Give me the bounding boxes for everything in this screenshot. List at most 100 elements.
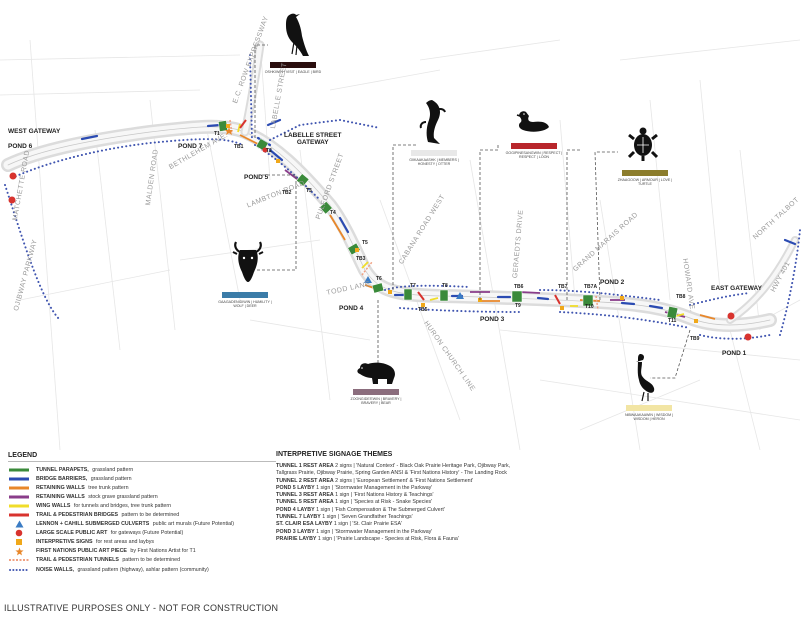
tb-label-tb2: TB2 [282,190,292,196]
signage-location: TUNNEL 3 REST AREA [276,492,334,499]
legend-item-text: TRAIL & PEDESTRIAN TUNNELS pattern to be… [36,557,180,563]
labelle-gateway-line1: LABELLE STREET [284,132,342,139]
legend-item-text: INTERPRETIVE SIGNS for rest areas and la… [36,539,154,545]
signage-row: ST. CLAIR ESA LAYBY 1 sign | 'St. Clair … [276,521,596,528]
legend-item-trail_tunnel: TRAIL & PEDESTRIAN TUNNELS pattern to be… [8,556,276,565]
legend-item-text: LENNON + CAHILL SUBMERGED CULVERTS publi… [36,521,234,527]
legend-title: LEGEND [8,452,276,462]
labelle-gateway-line2: GATEWAY [296,139,329,147]
legend-item-text: BRIDGE BARRIERS, grassland pattern [36,476,132,482]
legend-item-bold: TRAIL & PEDESTRIAN BRIDGES [36,512,119,519]
tb-label-tb7: TB7 [558,284,568,290]
legend-symbol-line-icon [8,474,30,483]
signage-row: POND 3 LAYBY 1 sign | 'Stormwater Manage… [276,529,596,536]
signage-rows: TUNNEL 1 REST AREA 2 signs | 'Natural Co… [276,463,596,543]
legend-item-bold: FIRST NATIONS PUBLIC ART PIECE [36,548,127,555]
disclaimer: ILLUSTRATIVE PURPOSES ONLY - NOT FOR CON… [4,603,279,613]
background-streets [0,39,801,450]
legend-item-text: RETAINING WALLS tree trunk pattern [36,485,129,491]
legend-item-desc: public art murals (Future Potential) [151,521,234,528]
fish-icon [419,100,446,144]
tunnel-label-t10: T10 [585,304,594,310]
legend-item-desc: grassland pattern (highway), ashlar patt… [75,566,209,573]
tunnel-label-t2: T2 [266,148,272,154]
theme-card-bison: GAAGADENIDIWIN | HUMILITY | WOLF | DEER [216,292,274,309]
signage-location: TUNNEL 5 REST AREA [276,499,334,506]
legend-item-trail_bridge: TRAIL & PEDESTRIAN BRIDGES pattern to be… [8,510,276,519]
legend-item-bold: WING WALLS [36,502,71,509]
signage-location: PRAIRIE LAYBY [276,535,317,542]
legend-item-bold: LENNON + CAHILL SUBMERGED CULVERTS [36,521,150,528]
legend-symbol-dots-icon [8,565,30,574]
legend-item-desc: pattern to be determined [120,557,181,564]
turtle-icon [628,127,658,161]
tunnel-label-t4: T4 [330,210,336,216]
legend-symbol-dot-icon [8,529,30,538]
place-label-pond5: POND 5 [244,174,269,181]
legend-item-text: RETAINING WALLS stock grave grassland pa… [36,494,158,500]
legend-symbol-star-icon [8,547,30,556]
legend-item-desc: stock grave grassland pattern [86,493,158,500]
signage-location: ST. CLAIR ESA LAYBY [276,521,333,528]
signage-location: POND 4 LAYBY [276,506,315,513]
legend-item-culvert: LENNON + CAHILL SUBMERGED CULVERTS publi… [8,520,276,529]
theme-text: GOGIPINESANGWIN | RESPECT | RESPECT | LO… [505,151,563,160]
theme-bar [270,62,316,68]
legend-item-public_art: LARGE SCALE PUBLIC ART for gateways (Fut… [8,529,276,538]
legend-symbol-square-icon [8,538,30,547]
theme-bar [222,292,268,298]
theme-bar [353,389,399,395]
legend-symbol-triangle-icon [8,520,30,529]
place-label-pond2: POND 2 [600,279,625,286]
legend-symbol-line-icon [8,492,30,501]
legend-item-text: FIRST NATIONS PUBLIC ART PIECE by First … [36,548,196,554]
legend-symbol-dashline-icon [8,556,30,565]
place-label-east-gateway: EAST GATEWAY [711,285,762,292]
place-label-pond6: POND 6 [8,143,33,150]
legend-item-desc: for gateways (Future Potential) [109,530,184,537]
legend-item-desc: by First Nations Artist for T1 [128,548,196,555]
place-label-pond4: POND 4 [339,305,364,312]
signage-theme: 1 sign | 'St. Clair Prairie ESA' [332,521,403,528]
legend-item-desc: for rest areas and laybys [94,539,154,546]
signage-title: INTERPRETIVE SIGNAGE THEMES [276,451,393,458]
tunnel-label-t5: T5 [362,240,368,246]
wing-walls [237,123,685,317]
legend-item-bridge: BRIDGE BARRIERS, grassland pattern [8,474,276,483]
signage-row: TUNNEL 3 REST AREA 1 sign | 'First Natio… [276,492,596,499]
legend-item-ret_tree: RETAINING WALLS tree trunk pattern [8,483,276,492]
theme-card-duck: GOGIPINESANGWIN | RESPECT | RESPECT | LO… [505,143,563,160]
legend-symbol-line-icon [8,501,30,510]
legend-item-bold: NOISE WALLS, [36,566,74,573]
signage-row: TUNNEL 1 REST AREA 2 signs | 'Natural Co… [276,463,596,470]
trail-tunnels [229,119,599,311]
legend-item-desc: grassland pattern [90,466,134,473]
place-label-pond3: POND 3 [480,316,505,323]
bird-icon [286,13,309,56]
tunnel-label-t8: T8 [442,283,448,289]
parkway-corridor [1,40,799,333]
signage-theme: 1 sign | 'First Nations History & Teachi… [333,492,434,499]
legend-item-noise: NOISE WALLS, grassland pattern (highway)… [8,565,276,574]
signage-theme: 1 sign | 'Species at Risk - Snake Specie… [333,499,433,506]
tb-label-tb9: TB9 [690,336,700,342]
legend-item-text: NOISE WALLS, grassland pattern (highway)… [36,567,209,573]
tb-label-tb1: TB1 [234,144,244,150]
signage-location: POND 3 LAYBY [276,528,315,535]
legend-item-ret_grass: RETAINING WALLS stock grave grassland pa… [8,492,276,501]
legend-item-desc: for tunnels and bridges, tree trunk patt… [72,502,172,509]
legend-item-desc: pattern to be determined [120,512,180,519]
heron-icon [636,354,655,402]
place-label-pond7: POND 7 [178,143,203,150]
place-label-labelle-gateway: LABELLE STREET GATEWAY [284,132,341,146]
theme-text: GIIKAAKAASHK | MEMBERS | HONESTY | OTTER [409,158,459,167]
tunnel-label-t1: T1 [214,131,220,137]
legend-item-text: TRAIL & PEDESTRIAN BRIDGES pattern to be… [36,512,179,518]
legend-item-text: WING WALLS for tunnels and bridges, tree… [36,503,171,509]
signage-theme: 1 sign | 'Stormwater Management in the P… [314,484,433,491]
culvert-markers [364,276,464,299]
legend-item-bold: BRIDGE BARRIERS, [36,475,88,482]
legend-item-interp: INTERPRETIVE SIGNS for rest areas and la… [8,538,276,547]
legend-item-text: LARGE SCALE PUBLIC ART for gateways (Fut… [36,530,183,536]
